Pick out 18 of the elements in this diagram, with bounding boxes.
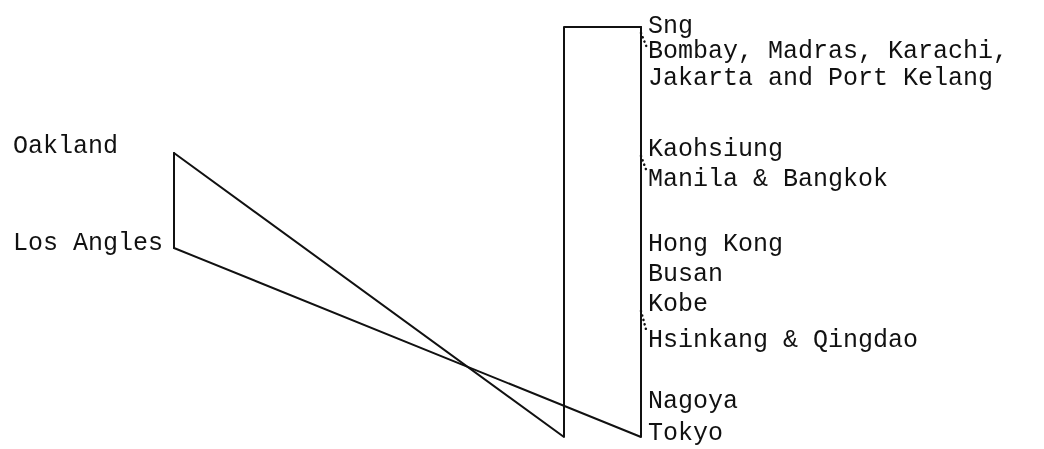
- feeder-ports-label: Manila & Bangkok: [648, 166, 948, 193]
- route-line: [173, 152, 175, 249]
- feeder-ports-label: Bombay, Madras, Karachi, Jakarta and Port Kelang: [648, 38, 1044, 92]
- route-line: [640, 401, 642, 435]
- feeder-ports-label: Hsinkang & Qingdao: [648, 327, 988, 354]
- route-line: [640, 274, 642, 306]
- port-label: Hong Kong: [648, 235, 888, 255]
- route-line: [173, 247, 642, 438]
- route-line: [640, 26, 642, 151]
- city-label: Oakland: [10, 133, 174, 160]
- port-label: Busan: [648, 265, 848, 285]
- route-line: [173, 26, 642, 438]
- route-line: [640, 244, 642, 276]
- route-line: [640, 149, 642, 246]
- city-label: Los Angles: [10, 230, 174, 257]
- port-label: Nagoya: [648, 392, 848, 412]
- port-label: Sng: [648, 17, 848, 37]
- route-line: [640, 304, 642, 403]
